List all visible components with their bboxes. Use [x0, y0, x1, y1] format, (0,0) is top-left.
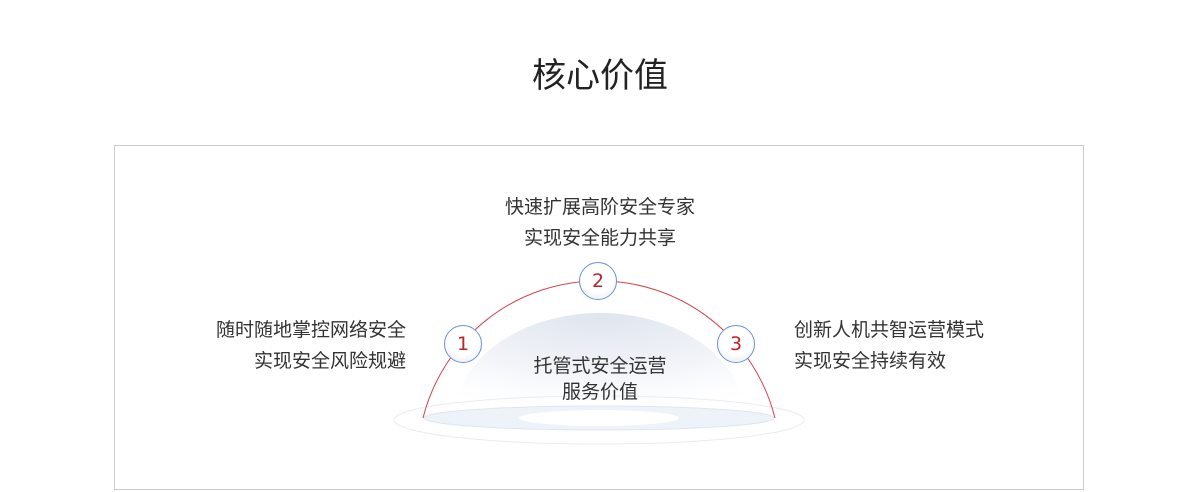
step-badge-1: 1: [444, 325, 482, 363]
step-badge-2: 2: [579, 262, 617, 300]
value-item-3-line2: 实现安全持续有效: [794, 350, 947, 372]
center-label: 托管式安全运营 服务价值: [0, 353, 1200, 405]
value-item-3-line1: 创新人机共智运营模式: [794, 319, 985, 341]
base-ring-inner: [519, 410, 679, 426]
center-label-line2: 服务价值: [561, 381, 638, 403]
value-panel: [114, 145, 1084, 490]
step-badge-3: 3: [717, 325, 755, 363]
value-item-1: 随时随地掌控网络安全 实现安全风险规避: [216, 315, 406, 377]
page-title: 核心价值: [532, 56, 668, 96]
center-label-line1: 托管式安全运营: [533, 355, 667, 377]
value-item-1-line1: 随时随地掌控网络安全: [215, 319, 406, 341]
base-ring-outer: [393, 395, 805, 445]
value-item-3: 创新人机共智运营模式 实现安全持续有效: [794, 315, 984, 377]
value-item-1-line2: 实现安全风险规避: [253, 350, 406, 372]
value-item-2-line2: 实现安全能力共享: [523, 227, 676, 249]
dome-fill: [455, 313, 745, 418]
value-item-2: 快速扩展高阶安全专家 实现安全能力共享: [0, 192, 1200, 254]
value-item-2-line1: 快速扩展高阶安全专家: [504, 196, 695, 218]
